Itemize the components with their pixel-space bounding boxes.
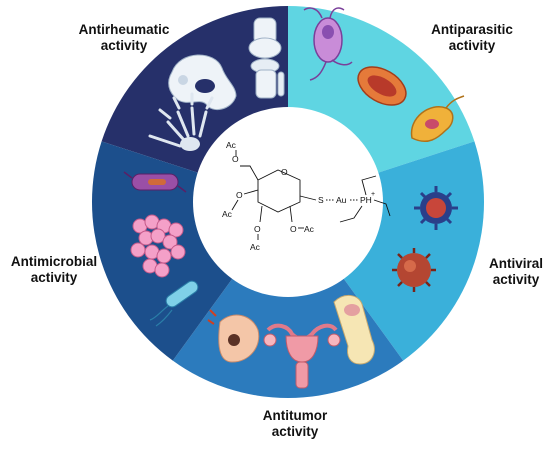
top-acetyl: Ac xyxy=(226,140,237,150)
bone-tumor-icon xyxy=(333,295,375,365)
left-acetyl: Ac xyxy=(222,209,233,219)
label-antitumor-line1: Antitumor xyxy=(262,408,328,423)
virus-blue-icon xyxy=(414,186,458,230)
bottom-oxygen: O xyxy=(254,224,261,234)
hand-bones-icon xyxy=(148,92,214,151)
bones-illustration xyxy=(148,17,285,151)
label-antiviral-line1: Antiviral xyxy=(488,256,543,271)
label-antirheumatic: Antirheumatic activity xyxy=(62,22,186,54)
bacteria-illustration xyxy=(123,171,199,327)
sulfur-atom: S xyxy=(318,195,324,205)
right-oxygen: O xyxy=(290,224,297,234)
pelvis-icon xyxy=(168,54,237,111)
label-antiparasitic: Antiparasitic activity xyxy=(410,22,534,54)
label-antiparasitic-line2: activity xyxy=(448,38,496,53)
right-acetyl: Ac xyxy=(304,224,315,234)
left-oxygen: O xyxy=(236,190,243,200)
breast-icon xyxy=(207,309,260,363)
cocci-cluster-icon xyxy=(130,214,186,278)
label-antimicrobial-line2: activity xyxy=(30,270,78,285)
rod-bacterium-icon xyxy=(123,171,187,193)
bottom-acetyl: Ac xyxy=(250,242,261,252)
tumor-illustration xyxy=(207,295,375,389)
label-antitumor: Antitumor activity xyxy=(240,408,350,440)
gold-atom: Au xyxy=(336,195,347,205)
uterus-icon xyxy=(263,323,341,389)
label-antirheumatic-line2: activity xyxy=(100,38,148,53)
phosphine-charge: + xyxy=(371,191,375,198)
top-oxygen: O xyxy=(232,154,239,164)
center-circle xyxy=(193,107,383,297)
leishmania-icon xyxy=(410,95,465,142)
phosphine-group: PH xyxy=(360,195,372,205)
label-antirheumatic-line1: Antirheumatic xyxy=(78,22,170,37)
label-antimicrobial: Antimicrobial activity xyxy=(0,254,108,286)
label-antitumor-line2: activity xyxy=(271,424,319,439)
label-antiviral-line2: activity xyxy=(492,272,540,287)
leaf-parasite-icon xyxy=(357,66,407,106)
ring-divider-antirheumatic-left-shadow xyxy=(90,4,486,400)
label-antiparasitic-line1: Antiparasitic xyxy=(431,22,513,37)
viruses-illustration xyxy=(392,186,458,292)
trichomonas-icon xyxy=(303,7,353,81)
virus-red-icon xyxy=(392,248,436,292)
label-antimicrobial-line1: Antimicrobial xyxy=(10,254,98,269)
ring-oxygen: O xyxy=(281,167,288,177)
parasites-illustration xyxy=(303,7,465,142)
knee-joint-icon xyxy=(248,17,285,99)
label-antiviral: Antiviral activity xyxy=(476,256,550,288)
flagellated-bacterium-icon xyxy=(149,280,199,327)
molecule-structure: O S Au PH + O Ac O Ac O Ac O Ac xyxy=(222,140,391,252)
